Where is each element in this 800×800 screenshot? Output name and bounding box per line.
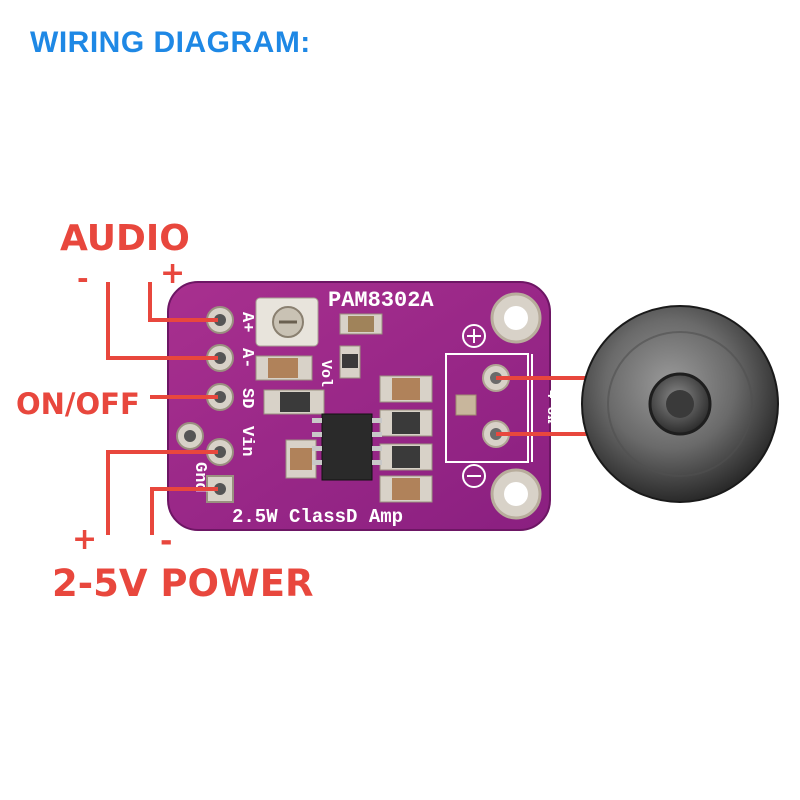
wire-audio-minus (106, 282, 218, 360)
mounting-hole-top (490, 292, 542, 344)
pin-label-a-plus: A+ (237, 312, 256, 332)
audio-minus-label: - (77, 262, 89, 295)
smd-components (255, 313, 433, 503)
speaker-impedance-label: 4-8Ω (543, 390, 559, 424)
chip-name: PAM8302A (328, 288, 434, 313)
audio-plus-label: + (160, 256, 186, 291)
wire-audio-plus (148, 282, 218, 322)
power-plus-label: + (72, 522, 98, 557)
power-minus-label: - (160, 524, 173, 559)
onoff-label: ON/OFF (16, 387, 140, 421)
volume-potentiometer (255, 297, 319, 347)
terminal-square-pad (455, 394, 477, 416)
plus-symbol (462, 324, 486, 348)
amplifier-ic (312, 413, 382, 481)
pin-label-vin: Vin (237, 426, 256, 457)
wire-power-plus (106, 450, 218, 535)
wire-power-minus (150, 487, 218, 535)
speaker (581, 305, 779, 503)
speaker-terminal-outline (445, 353, 529, 463)
pin-label-sd: SD (237, 388, 256, 408)
mounting-hole-bottom (490, 468, 542, 520)
pin-label-a-minus: A- (237, 348, 256, 368)
power-label: 2-5V POWER (52, 562, 314, 605)
audio-label: AUDIO (60, 218, 190, 259)
minus-symbol (462, 464, 486, 488)
board-subtitle: 2.5W ClassD Amp (232, 506, 403, 528)
vol-label: Vol (317, 360, 334, 387)
pin-holes (176, 306, 234, 503)
pin-label-gnd: Gnd (190, 462, 209, 493)
diagram-title: WIRING DIAGRAM: (30, 26, 311, 59)
